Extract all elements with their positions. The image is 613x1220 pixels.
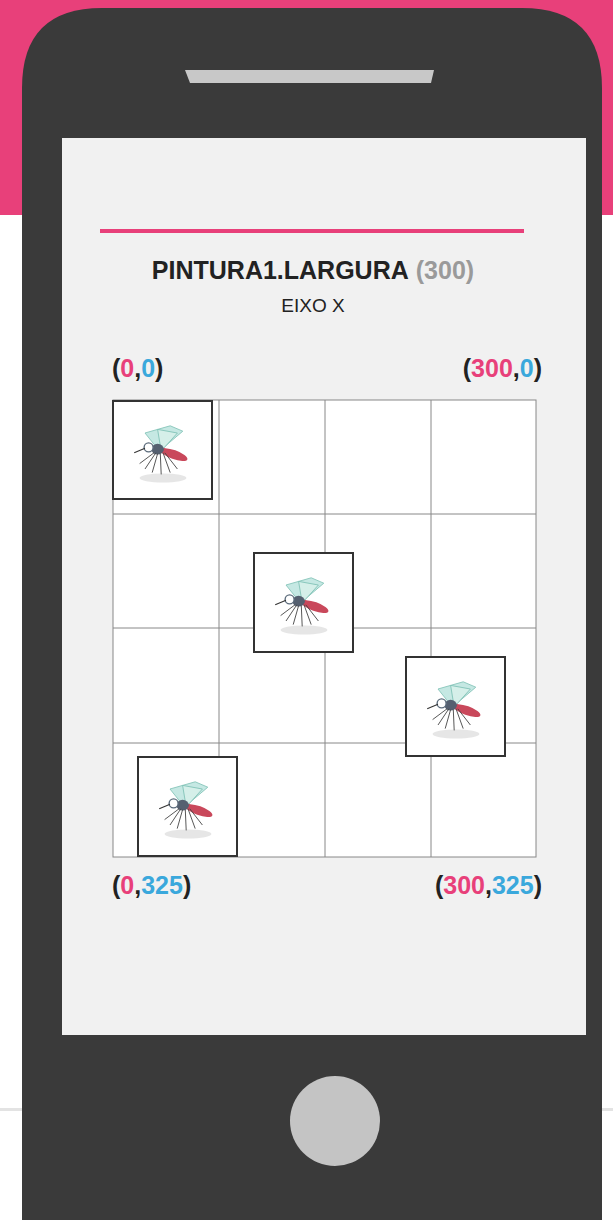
coordinate-char: 3 xyxy=(492,871,506,899)
coordinate-char: 0 xyxy=(457,871,471,899)
coordinate-char: 0 xyxy=(499,354,513,382)
width-value: (300) xyxy=(416,258,474,283)
coordinate-label: (0,0) xyxy=(112,356,163,381)
coordinate-char: ) xyxy=(534,871,542,899)
coordinate-char: ( xyxy=(435,871,443,899)
coordinate-char: ( xyxy=(112,871,120,899)
coordinate-char: 5 xyxy=(520,871,534,899)
coordinate-label: (0,325) xyxy=(112,873,191,898)
coordinate-char: 0 xyxy=(471,871,485,899)
coordinate-char: ) xyxy=(534,354,542,382)
coordinate-char: 3 xyxy=(443,871,457,899)
coordinate-char: , xyxy=(485,871,492,899)
coordinate-char: 0 xyxy=(120,871,134,899)
coordinate-char: ( xyxy=(112,354,120,382)
coordinate-label: (300,325) xyxy=(435,873,542,898)
coordinate-char: ) xyxy=(183,871,191,899)
axis-title: PINTURA1.LARGURA xyxy=(152,258,409,283)
coordinate-char: 2 xyxy=(506,871,520,899)
coordinate-char: 0 xyxy=(520,354,534,382)
coordinate-char: ) xyxy=(155,354,163,382)
axis-name: EIXO X xyxy=(281,296,344,315)
coordinate-char: 3 xyxy=(471,354,485,382)
coordinate-char: 2 xyxy=(155,871,169,899)
coordinate-char: 3 xyxy=(141,871,155,899)
coordinate-char: , xyxy=(134,354,141,382)
coordinate-char: 0 xyxy=(485,354,499,382)
coordinate-char: , xyxy=(134,871,141,899)
coordinate-char: , xyxy=(513,354,520,382)
coordinate-char: 5 xyxy=(169,871,183,899)
coordinate-char: ( xyxy=(463,354,471,382)
coordinate-char: 0 xyxy=(141,354,155,382)
coordinate-char: 0 xyxy=(120,354,134,382)
coordinate-label: (300,0) xyxy=(463,356,542,381)
